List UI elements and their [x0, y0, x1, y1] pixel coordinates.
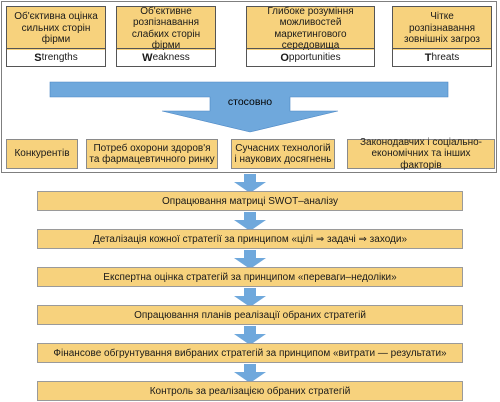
step-control: Контроль за реалізацією обраних стратегі…	[37, 381, 463, 401]
down-arrow-icon	[234, 212, 266, 231]
factor-legal-social: Законодавчих і соціально-економічних та …	[347, 137, 495, 171]
down-arrow-icon	[234, 250, 266, 269]
factor-competitors: Конкурентів	[6, 139, 78, 169]
swot-card-strengths: Об'єктивна оцінка сильних сторін фірми S…	[6, 6, 106, 67]
step-financial-justification: Фінансове обгрунтування вибраних стратег…	[37, 343, 463, 363]
step-swot-matrix: Опрацювання матриці SWOT–аналізу	[37, 191, 463, 211]
swot-description: Об'єктивне розпізнавання слабких сторін …	[117, 6, 215, 51]
factor-technologies: Сучасних технологій і наукових досягнень	[231, 139, 335, 169]
swot-card-weakness: Об'єктивне розпізнавання слабких сторін …	[116, 6, 216, 67]
step-expert-evaluation: Експертна оцінка стратегій за принципом …	[37, 267, 463, 287]
relation-label: стосовно	[227, 96, 273, 108]
down-arrow-icon	[234, 364, 266, 383]
down-arrow-icon	[234, 174, 266, 193]
down-arrow-icon	[234, 326, 266, 345]
step-implementation-plans: Опрацювання планів реалізації обраних ст…	[37, 305, 463, 325]
swot-description: Чітке розпізнавання зовнішніх загроз	[393, 7, 491, 50]
converge-arrow-icon	[49, 81, 449, 133]
swot-description: Глибоке розуміння можливостей маркетинго…	[247, 6, 374, 51]
factor-healthcare-needs: Потреб охорони здоров'я та фармацевтично…	[86, 139, 218, 169]
swot-description: Об'єктивна оцінка сильних сторін фірми	[7, 7, 105, 50]
down-arrow-icon	[234, 288, 266, 307]
swot-card-opportunities: Глибоке розуміння можливостей маркетинго…	[246, 6, 375, 67]
step-detailing: Деталізація кожної стратегії за принципо…	[37, 229, 463, 249]
